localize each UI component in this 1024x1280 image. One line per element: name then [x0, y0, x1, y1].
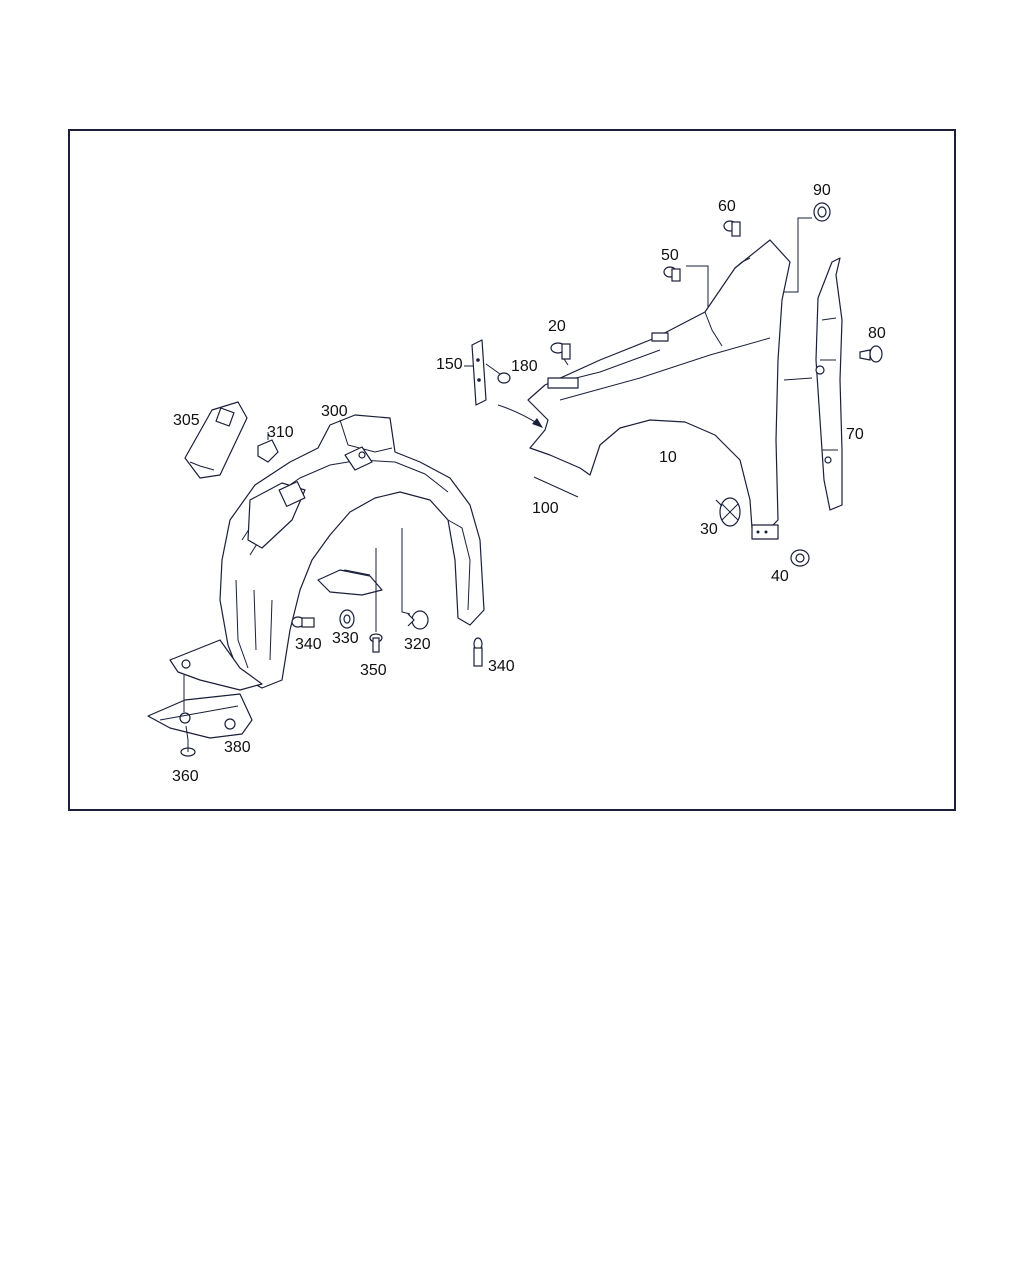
screw-part-80[interactable] [859, 345, 883, 363]
screw-part-350[interactable] [369, 548, 383, 653]
callout-100[interactable]: 100 [532, 500, 559, 517]
callout-360[interactable]: 360 [172, 768, 199, 785]
callout-330[interactable]: 330 [332, 630, 359, 647]
callout-40[interactable]: 40 [771, 568, 789, 585]
callout-320[interactable]: 320 [404, 636, 431, 653]
nut-part-90[interactable] [813, 202, 831, 222]
wheel-liner-part-300[interactable] [219, 414, 485, 689]
leader-70 [783, 377, 813, 381]
cover-part-305[interactable] [184, 401, 248, 479]
callout-350[interactable]: 350 [360, 662, 387, 679]
bolt-part-20[interactable] [550, 342, 571, 366]
callout-30[interactable]: 30 [700, 521, 718, 538]
clip-part-310[interactable] [257, 432, 279, 463]
callout-80[interactable]: 80 [868, 325, 886, 342]
screw-part-50[interactable] [663, 266, 681, 282]
screw-part-340-a[interactable] [291, 616, 315, 628]
callout-305[interactable]: 305 [173, 412, 200, 429]
callout-300[interactable]: 300 [321, 403, 348, 420]
callout-340-a[interactable]: 340 [295, 636, 322, 653]
bracket-part-70[interactable] [815, 257, 843, 511]
callout-10[interactable]: 10 [659, 449, 677, 466]
bracket-part-150[interactable] [464, 339, 487, 406]
callout-50[interactable]: 50 [661, 247, 679, 264]
callout-70[interactable]: 70 [846, 426, 864, 443]
nut-part-180[interactable] [485, 363, 511, 384]
direction-arrow [497, 404, 543, 428]
nut-part-40[interactable] [790, 549, 810, 567]
callout-340-b[interactable]: 340 [488, 658, 515, 675]
seal-strip-part-100[interactable] [533, 476, 579, 498]
callout-150[interactable]: 150 [436, 356, 463, 373]
nut-part-330[interactable] [339, 609, 355, 629]
leader-90 [784, 217, 812, 293]
screw-part-340-b[interactable] [473, 637, 483, 667]
screw-part-60[interactable] [723, 220, 741, 237]
callout-310[interactable]: 310 [267, 424, 294, 441]
callout-90[interactable]: 90 [813, 182, 831, 199]
callout-20[interactable]: 20 [548, 318, 566, 335]
clip-part-320[interactable] [401, 528, 429, 630]
clip-part-30[interactable] [715, 497, 741, 527]
callout-60[interactable]: 60 [718, 198, 736, 215]
lower-panel-part-380[interactable] [147, 639, 263, 739]
callout-180[interactable]: 180 [511, 358, 538, 375]
leader-50 [686, 265, 709, 308]
callout-380[interactable]: 380 [224, 739, 251, 756]
screw-part-360[interactable] [180, 725, 196, 757]
fender-part-10[interactable] [527, 239, 791, 540]
